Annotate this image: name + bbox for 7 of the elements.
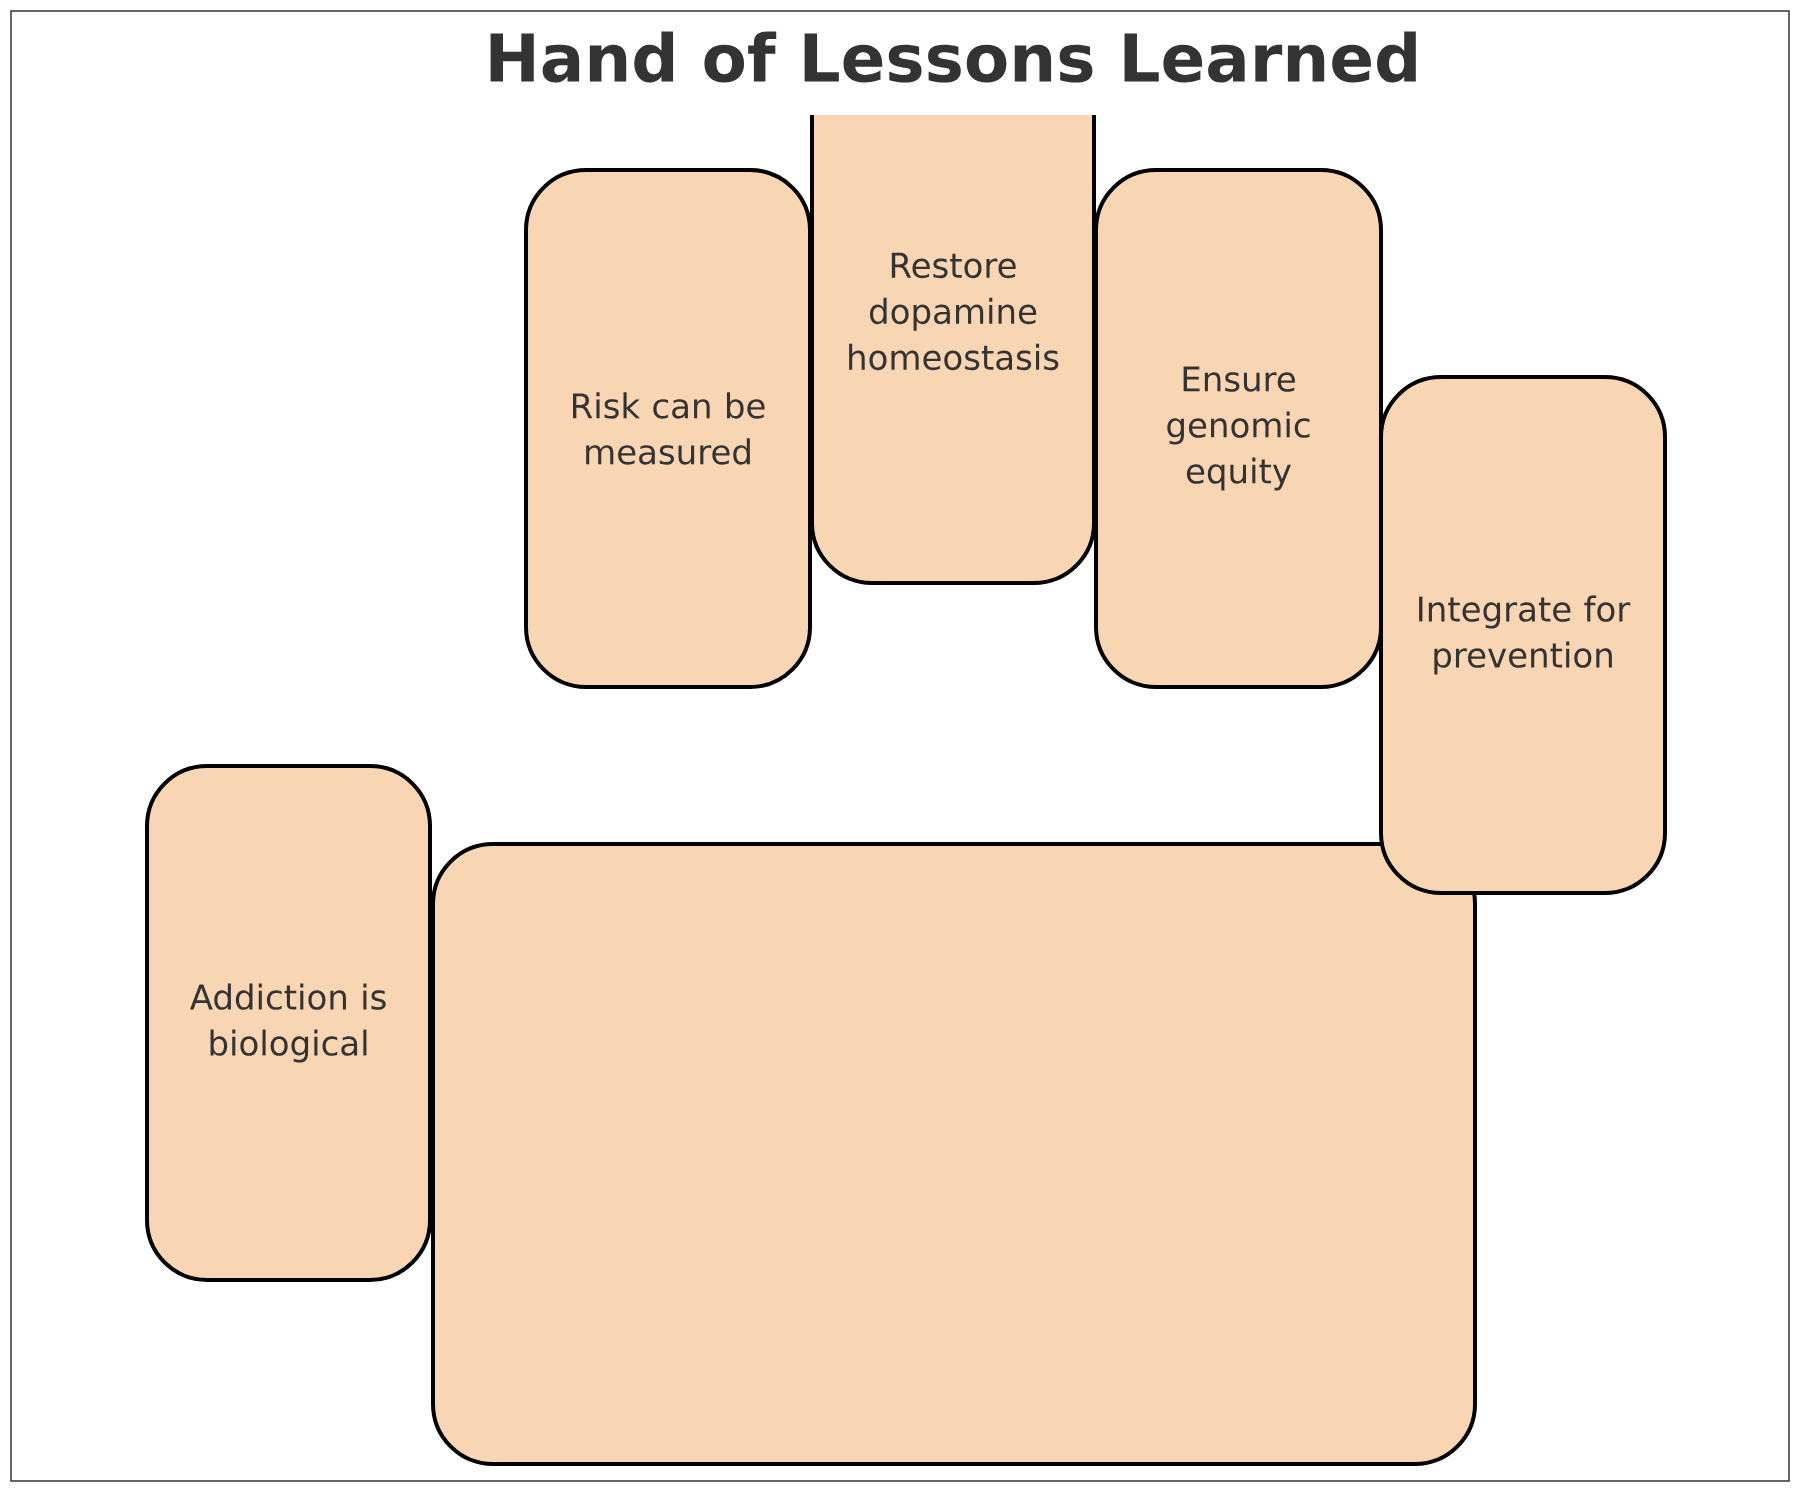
finger-box: Risk can be measured [524, 168, 812, 689]
finger-box: Addiction is biological [145, 764, 432, 1282]
title: Hand of Lessons Learned [490, 31, 1416, 83]
finger-box: Ensure genomic equity [1094, 168, 1383, 689]
palm-box [431, 842, 1477, 1466]
finger-box: Restore dopamine homeostasis [810, 115, 1096, 585]
finger-box: Integrate for prevention [1379, 375, 1667, 895]
